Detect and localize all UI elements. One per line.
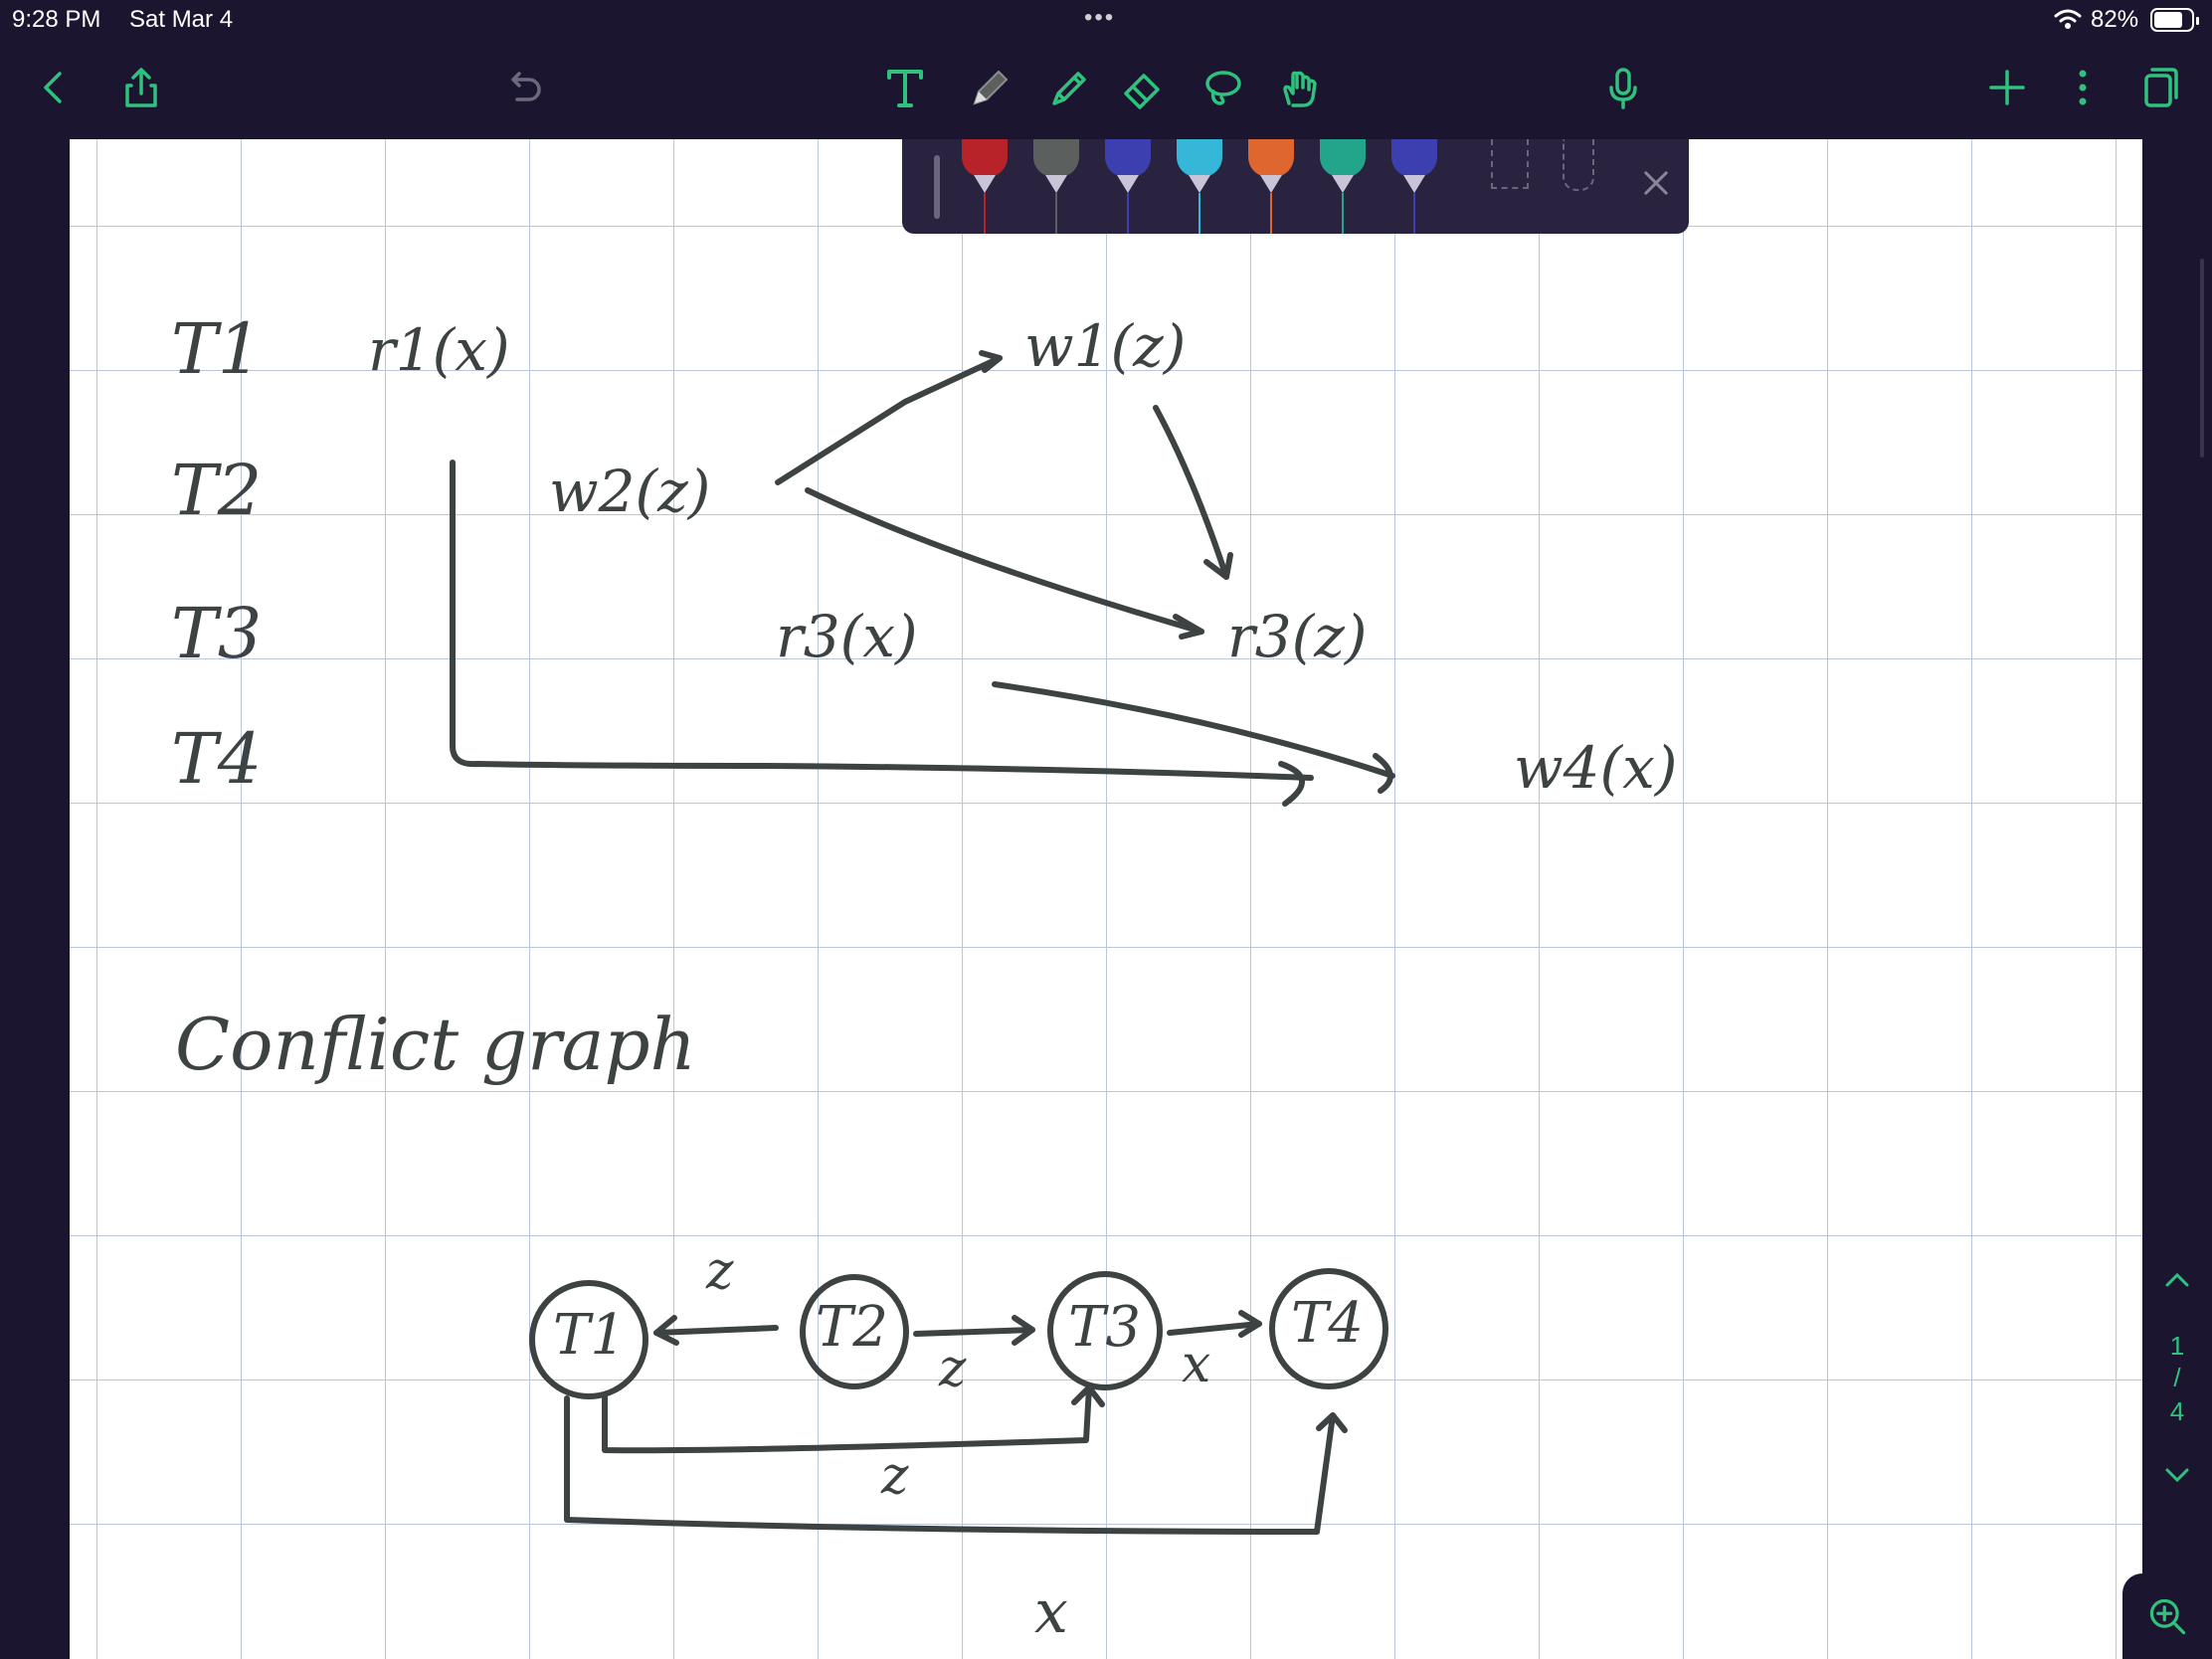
edge-label-t1-t3: z: [881, 1446, 909, 1506]
battery-icon: [2150, 8, 2199, 32]
op-w1z: w1(z): [1024, 312, 1187, 380]
lasso-tool-icon[interactable]: [1196, 60, 1251, 115]
highlighter-tool-icon[interactable]: [1040, 60, 1096, 115]
op-w2z: w2(z): [549, 458, 711, 525]
status-date: Sat Mar 4: [129, 6, 234, 33]
multitasking-dots[interactable]: •••: [1084, 4, 1116, 31]
close-icon[interactable]: [1636, 163, 1676, 203]
pen-tool-icon[interactable]: [961, 60, 1016, 115]
lasso-selection-slot[interactable]: [1557, 139, 1602, 234]
graph-node-t4: T4: [1291, 1291, 1364, 1356]
pen-swatch[interactable]: [1177, 139, 1222, 234]
battery-percent: 82%: [2091, 6, 2139, 33]
scrollbar-thumb[interactable]: [2200, 259, 2204, 458]
graph-node-t3: T3: [1068, 1295, 1141, 1360]
right-rail: [2142, 139, 2212, 1659]
page-separator: /: [2173, 1363, 2181, 1392]
page-navigator: 1 / 4: [2142, 1243, 2212, 1502]
chevron-up-icon[interactable]: [2162, 1265, 2192, 1295]
microphone-icon[interactable]: [1595, 60, 1651, 115]
row-label-t1: T1: [171, 308, 263, 390]
pen-swatch[interactable]: [1320, 139, 1366, 234]
status-bar: 9:28 PM Sat Mar 4 ••• 82%: [0, 0, 2212, 40]
op-r3x: r3(x): [776, 603, 918, 670]
total-page-count: 4: [2169, 1396, 2185, 1426]
share-icon[interactable]: [113, 60, 169, 115]
current-page-number: 1: [2169, 1331, 2185, 1361]
edge-label-t2-t1: z: [706, 1241, 734, 1301]
pen-swatch[interactable]: [962, 139, 1008, 234]
edge-label-t2-t3: z: [939, 1339, 967, 1398]
conflict-graph-heading: Conflict graph: [175, 1003, 696, 1086]
edge-label-t1-t4: x: [1034, 1577, 1068, 1647]
notebook-page[interactable]: T1 T2 T3 T4 r1(x) w1(z) w2(z) r3(x) r3(z…: [70, 139, 2142, 1659]
graph-node-t1: T1: [553, 1303, 626, 1368]
ink-strokes: [450, 350, 1395, 1535]
pen-swatch[interactable]: [1105, 139, 1151, 234]
text-tool-icon[interactable]: [877, 60, 933, 115]
pen-tray: [902, 139, 1689, 234]
rectangle-selection-slot[interactable]: [1487, 139, 1533, 234]
pen-swatch[interactable]: [1391, 139, 1437, 234]
hand-tool-icon[interactable]: [1271, 60, 1327, 115]
row-label-t2: T2: [171, 450, 263, 531]
pages-icon[interactable]: [2130, 60, 2186, 115]
pen-swatch[interactable]: [1248, 139, 1294, 234]
op-r1x: r1(x): [368, 316, 510, 384]
back-chevron-icon[interactable]: [26, 60, 82, 115]
row-label-t3: T3: [171, 593, 263, 674]
more-icon[interactable]: [2055, 60, 2111, 115]
undo-icon[interactable]: [495, 60, 551, 115]
wifi-icon: [2054, 9, 2082, 29]
toolbar: [0, 40, 2212, 139]
edge-label-t3-t4: x: [1182, 1335, 1211, 1394]
chevron-down-icon[interactable]: [2162, 1460, 2192, 1490]
add-icon[interactable]: [1979, 60, 2035, 115]
row-label-t4: T4: [171, 718, 263, 800]
pen-swatch[interactable]: [1033, 139, 1079, 234]
graph-node-t2: T2: [816, 1295, 888, 1360]
zoom-in-icon[interactable]: [2122, 1573, 2212, 1659]
op-w4x: w4(x): [1514, 734, 1678, 802]
eraser-tool-icon[interactable]: [1114, 60, 1170, 115]
tray-divider: [934, 155, 940, 219]
status-time: 9:28 PM: [12, 6, 101, 33]
op-r3z: r3(z): [1227, 603, 1368, 670]
